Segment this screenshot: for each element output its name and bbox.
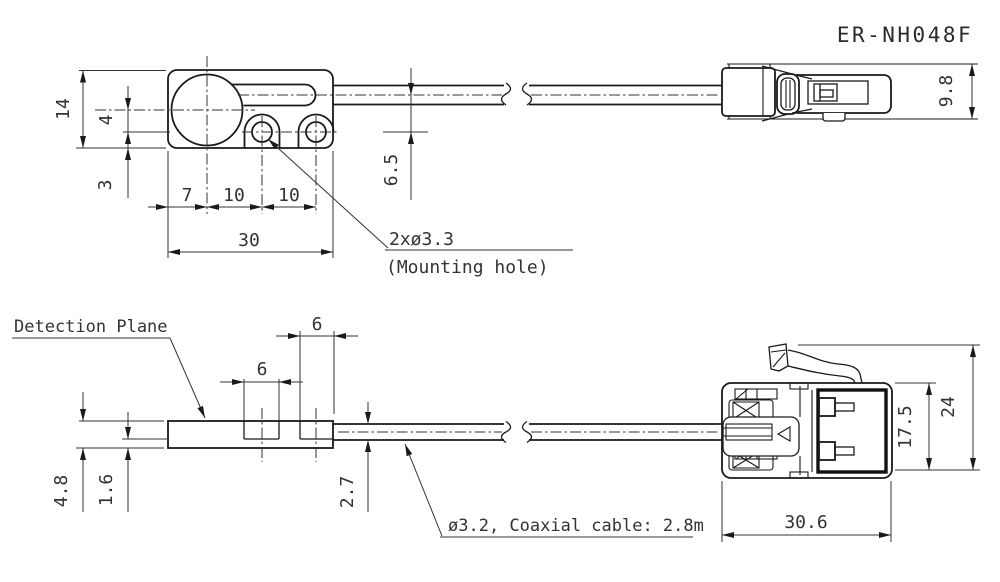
contact [813, 83, 838, 102]
contact-window [807, 80, 869, 105]
dim-base-thickness: 1.6 [96, 474, 117, 507]
cable-break-symbol [500, 420, 512, 444]
dim-hole-left: 7 [182, 185, 193, 206]
drawing-title: ER-NH048F [837, 23, 973, 47]
polarity-triangle [776, 426, 791, 442]
keyhole-slot [231, 83, 317, 107]
dim-axis-offset: 4 [96, 115, 117, 126]
latch-hook [768, 343, 789, 372]
cable-break-symbol [521, 420, 533, 444]
counterbore-2 [297, 113, 335, 148]
sensor-head-side-view: Detection Plane 4.8 1.6 6 6 2.7 [12, 314, 722, 538]
sensor-body-side [167, 420, 334, 449]
cable-callout: ø3.2, Coaxial cable: 2.8m [448, 516, 704, 536]
dim-cable-axis-offset: 6.5 [381, 154, 402, 187]
dim-plug-body-height: 17.5 [895, 405, 916, 448]
dim-plug-overall-height: 24 [938, 396, 959, 418]
cable-leader [404, 443, 443, 537]
cable-boot [721, 67, 776, 117]
sensor-head-top-view: 14 4 3 7 10 10 30 6.5 2xø3.3 [53, 56, 722, 278]
dim-cable-exit: 2.7 [337, 476, 358, 509]
dim-hole-pitch-a: 10 [223, 185, 245, 206]
mounting-hole-callout: 2xø3.3 [389, 229, 454, 250]
dim-head-height: 14 [53, 98, 74, 120]
dim-slot-b: 6 [312, 314, 323, 335]
sensor-body-outline [167, 69, 334, 149]
dim-plug-length: 30.6 [784, 512, 827, 533]
cable-break-symbol [500, 82, 512, 106]
dim-hole-edge: 3 [95, 180, 116, 191]
plug-bottom-tab [822, 113, 846, 122]
mounting-hole-note: (Mounting hole) [386, 257, 549, 278]
cable-break-symbol [521, 82, 533, 106]
dim-slot-a: 6 [257, 359, 268, 380]
detection-plane-label: Detection Plane [14, 317, 168, 337]
dim-head-width: 30 [238, 230, 260, 251]
plug-side-view: 9.8 [721, 63, 978, 122]
counterbore-1 [243, 113, 281, 148]
mating-shroud [816, 388, 888, 474]
cable-crimp [725, 423, 773, 441]
latch-clip [776, 73, 800, 115]
dim-plug-height: 9.8 [936, 75, 957, 108]
plug-top-view: 17.5 24 30.6 [721, 343, 980, 542]
detection-plane-leader [169, 337, 206, 419]
latch-arm [787, 349, 863, 384]
dim-head-thickness: 4.8 [51, 475, 72, 508]
mounting-hole-leader [267, 138, 389, 249]
dim-hole-pitch-b: 10 [278, 185, 300, 206]
